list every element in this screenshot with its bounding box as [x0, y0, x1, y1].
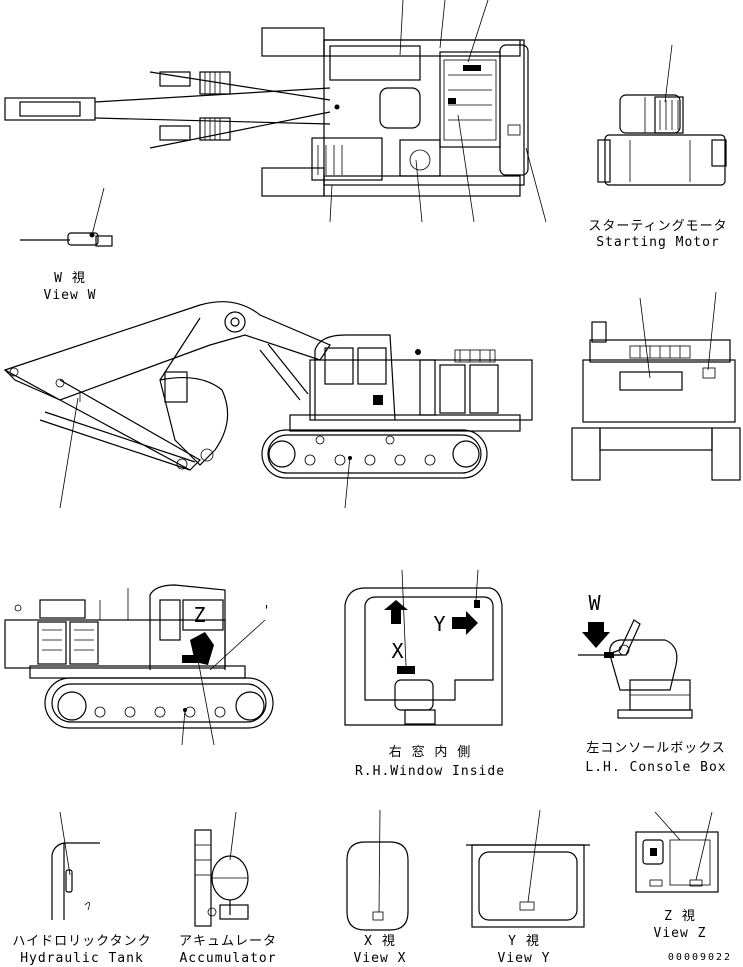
view-y-label-en: View Y [497, 951, 551, 966]
view-w-part [20, 187, 113, 247]
left-side-view-machine [4, 584, 274, 746]
accumulator-label-jp: アキュムレータ [178, 934, 277, 949]
rh-window-label-en: R.H.Window Inside [354, 764, 506, 779]
accumulator [194, 811, 249, 927]
hydraulic-tank-label-en: Hydraulic Tank [20, 951, 144, 966]
callout-tick: ' [262, 604, 272, 619]
view-z-label-en: View Z [653, 926, 707, 941]
rear-view-machine [571, 291, 741, 481]
view-x-label-jp: X 視 [364, 934, 396, 949]
starting-motor [597, 44, 727, 186]
rh-window-inside [344, 569, 503, 726]
view-w-label-en: View W [43, 288, 97, 303]
rh-window-label-jp: 右 窓 内 側 [388, 745, 472, 760]
callout-x: X [391, 639, 405, 663]
drawing-number: 00009022 [667, 952, 733, 963]
callout-y: Y [433, 612, 447, 636]
lh-console-label-en: L.H. Console Box [585, 760, 727, 775]
callout-w: W [588, 591, 602, 615]
hydraulic-tank-label-jp: ハイドロリックタンク [12, 934, 152, 949]
view-z-panel [635, 811, 719, 893]
view-z-label-jp: Z 視 [664, 909, 696, 924]
starting-motor-label-en: Starting Motor [596, 235, 720, 250]
hydraulic-tank [51, 811, 100, 920]
lh-console-box [578, 619, 693, 719]
callout-z: Z [193, 603, 207, 627]
starting-motor-label-jp: スターティングモータ [588, 219, 728, 234]
top-view-machine [4, 0, 547, 223]
lh-console-label-jp: 左コンソールボックス [586, 741, 726, 756]
view-w-label-jp: W 視 [54, 271, 86, 286]
view-y-panel [466, 809, 590, 928]
view-x-label-en: View X [353, 951, 407, 966]
accumulator-label-en: Accumulator [179, 951, 277, 966]
view-x-panel [346, 809, 409, 931]
view-y-label-jp: Y 視 [508, 934, 540, 949]
side-view-machine [3, 301, 533, 509]
